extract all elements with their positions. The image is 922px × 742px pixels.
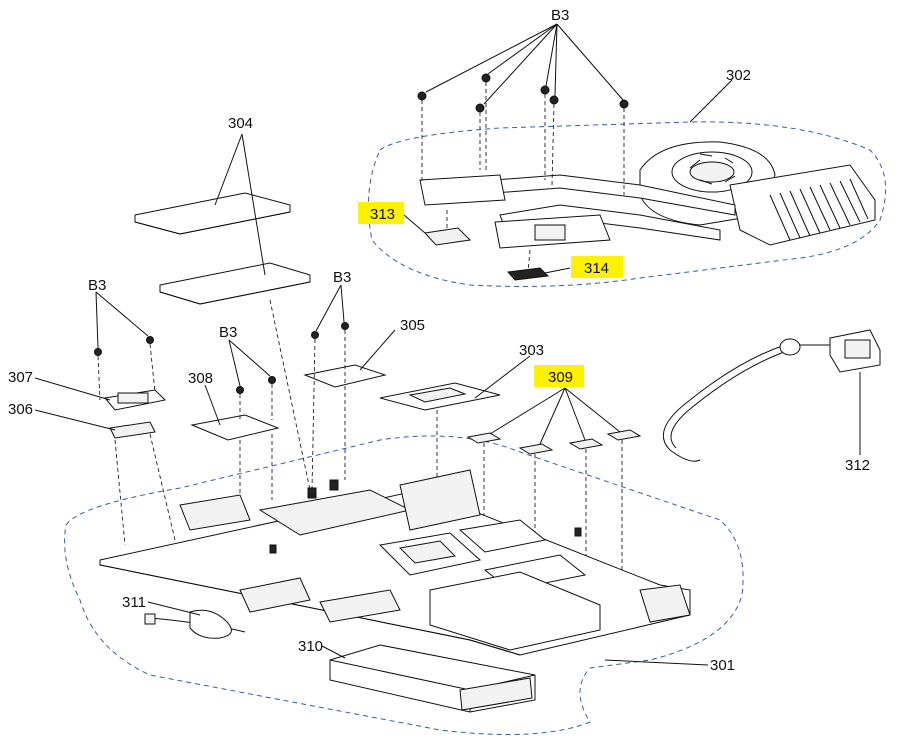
- thermal-pad-314: [507, 267, 550, 281]
- cpu-303: [379, 382, 501, 411]
- top-screws: [417, 23, 629, 273]
- dc-cable-312: [662, 329, 881, 462]
- thermal-module-302: [419, 141, 876, 249]
- pads-309: [466, 387, 642, 455]
- leader-lines: [34, 79, 733, 666]
- highlight-309: [534, 365, 584, 387]
- callout-309: 309: [548, 369, 573, 386]
- callout-302: 302: [726, 67, 751, 84]
- callout-311: 311: [122, 594, 146, 611]
- callout-b3-right: B3: [333, 269, 351, 286]
- callout-303: 303: [519, 342, 544, 359]
- callout-308: 308: [188, 370, 213, 387]
- b3-screws-left-mid-right: [94, 284, 349, 394]
- callout-306: 306: [8, 401, 33, 418]
- callout-310: 310: [298, 638, 323, 655]
- highlight-313: [358, 202, 404, 224]
- callout-312: 312: [845, 457, 870, 474]
- callout-301: 301: [710, 657, 735, 674]
- callout-b3-mid: B3: [219, 324, 237, 341]
- callout-304: 304: [228, 115, 253, 132]
- thermal-pad-313: [423, 227, 472, 246]
- cable-311: [144, 609, 246, 639]
- callout-314: 314: [584, 260, 609, 277]
- callout-b3-top: B3: [551, 7, 569, 24]
- callout-313: 313: [370, 206, 395, 223]
- mainboard-assembly-outline: [64, 435, 744, 735]
- mainboard-301: [99, 469, 691, 656]
- memory-module-304: [134, 133, 311, 305]
- callout-305: 305: [400, 317, 425, 334]
- callout-b3-left: B3: [88, 277, 106, 294]
- card-308: [190, 414, 280, 441]
- callout-307: 307: [8, 369, 33, 386]
- card-307-306: [104, 389, 167, 439]
- battery-310: [329, 644, 536, 713]
- highlight-314: [571, 256, 623, 278]
